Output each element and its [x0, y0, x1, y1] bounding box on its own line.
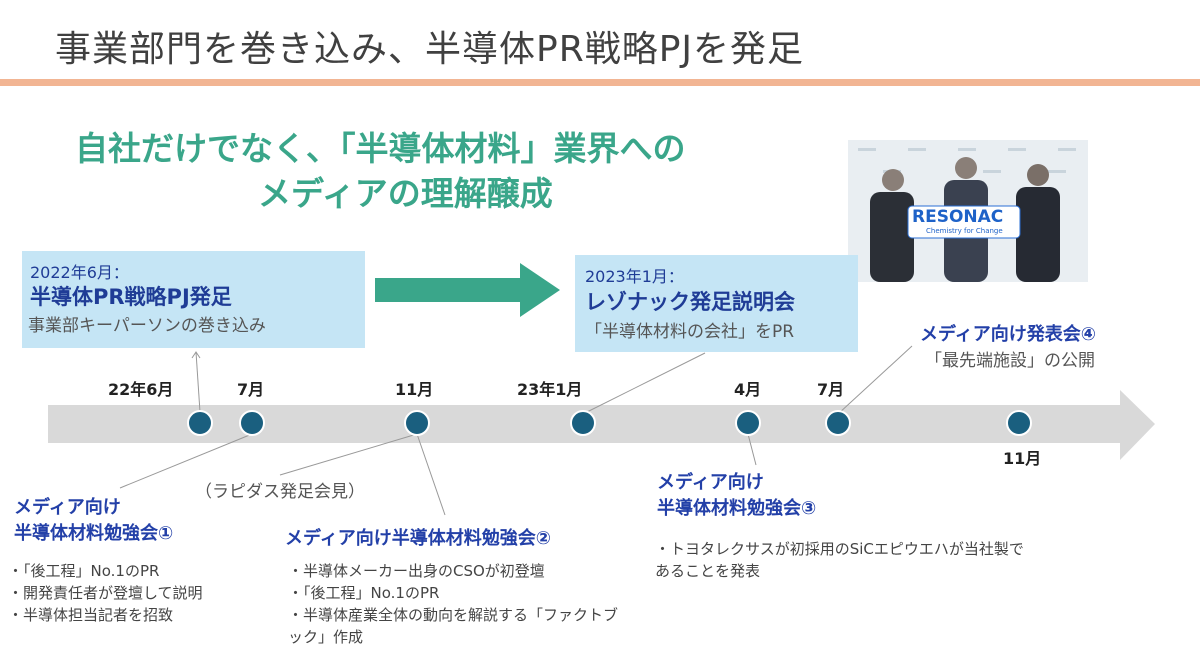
bullet: ・半導体担当記者を招致: [8, 606, 174, 624]
milestone-box-pj-launch: 2022年6月： 半導体PR戦略PJ発足 事業部キーパーソンの巻き込み: [22, 251, 365, 348]
headline-line-2: メディアの理解醸成: [258, 174, 553, 213]
bullet: ・「後工程」No.1のPR: [8, 562, 160, 580]
slide-title: 事業部門を巻き込み、半導体PR戦略PJを発足: [55, 29, 805, 70]
timeline-dot: [404, 410, 430, 436]
milestone-subtitle: 事業部キーパーソンの巻き込み: [28, 316, 266, 336]
press-photo: RESONAC Chemistry for Change: [848, 140, 1088, 282]
bullet: ・半導体産業全体の動向を解説する「ファクトブック」作成: [288, 606, 619, 646]
milestone-title: レゾナック発足説明会: [585, 290, 795, 314]
timeline-dot: [570, 410, 596, 436]
bullet: ・トヨタレクサスが初採用のSiCエピウエハが当社製であることを発表: [655, 540, 1024, 580]
timeline-bar: [48, 390, 1155, 460]
progress-arrow: [375, 263, 560, 317]
milestone-subtitle: 「半導体材料の会社」をPR: [585, 322, 795, 342]
event-title: 半導体材料勉強会①: [14, 523, 174, 544]
bullet: ・開発責任者が登壇して説明: [8, 584, 203, 602]
timeline-dot: [239, 410, 265, 436]
title-rule: [0, 79, 1200, 86]
event-study-2-title: メディア向け半導体材料勉強会②: [285, 528, 551, 549]
milestone-date: 2022年6月：: [30, 263, 129, 282]
event-study-3-bullets: ・トヨタレクサスが初採用のSiCエピウエハが当社製であることを発表: [655, 538, 1030, 582]
timeline-label: 4月: [734, 380, 762, 399]
event-study-1-bullets: ・「後工程」No.1のPR ・開発責任者が登壇して説明 ・半導体担当記者を招致: [8, 560, 203, 626]
event-study-2-bullets: ・半導体メーカー出身のCSOが初登壇 ・「後工程」No.1のPR ・半導体産業全…: [288, 560, 623, 648]
timeline-label: 23年1月: [517, 380, 583, 399]
timeline-dot: [1006, 410, 1032, 436]
headline-line-1: 自社だけでなく、「半導体材料」業界への: [75, 129, 686, 168]
event-announce-4-title: メディア向け発表会④: [920, 324, 1096, 345]
photo-sign-tagline: Chemistry for Change: [926, 227, 1003, 235]
rapidus-note: （ラピダス発足会見）: [195, 482, 365, 502]
timeline-dot: [187, 410, 213, 436]
timeline-label: 11月: [1003, 449, 1042, 468]
event-title: メディア向け: [14, 497, 121, 518]
timeline-label: 22年6月: [108, 380, 174, 399]
milestone-date: 2023年1月：: [585, 267, 684, 286]
timeline-label: 7月: [237, 380, 265, 399]
timeline-label: 7月: [817, 380, 845, 399]
connector-lines: [119, 345, 913, 516]
timeline-dots: [187, 410, 1032, 436]
event-title: 半導体材料勉強会③: [657, 498, 817, 519]
event-study-3: メディア向け 半導体材料勉強会③: [657, 470, 816, 522]
photo-sign-text: RESONAC: [912, 207, 1004, 227]
photo-illustration: [848, 140, 1088, 282]
timeline-label: 11月: [395, 380, 434, 399]
milestone-title: 半導体PR戦略PJ発足: [30, 285, 232, 309]
bullet: ・「後工程」No.1のPR: [288, 584, 440, 602]
bullet: ・半導体メーカー出身のCSOが初登壇: [288, 562, 545, 580]
milestone-box-resonac-launch: 2023年1月： レゾナック発足説明会 「半導体材料の会社」をPR: [575, 255, 858, 352]
timeline-dot: [825, 410, 851, 436]
timeline-dot: [735, 410, 761, 436]
event-announce-4-subtitle: 「最先端施設」の公開: [925, 351, 1095, 371]
event-title: メディア向け: [657, 472, 764, 493]
event-study-1: メディア向け 半導体材料勉強会①: [14, 495, 173, 547]
